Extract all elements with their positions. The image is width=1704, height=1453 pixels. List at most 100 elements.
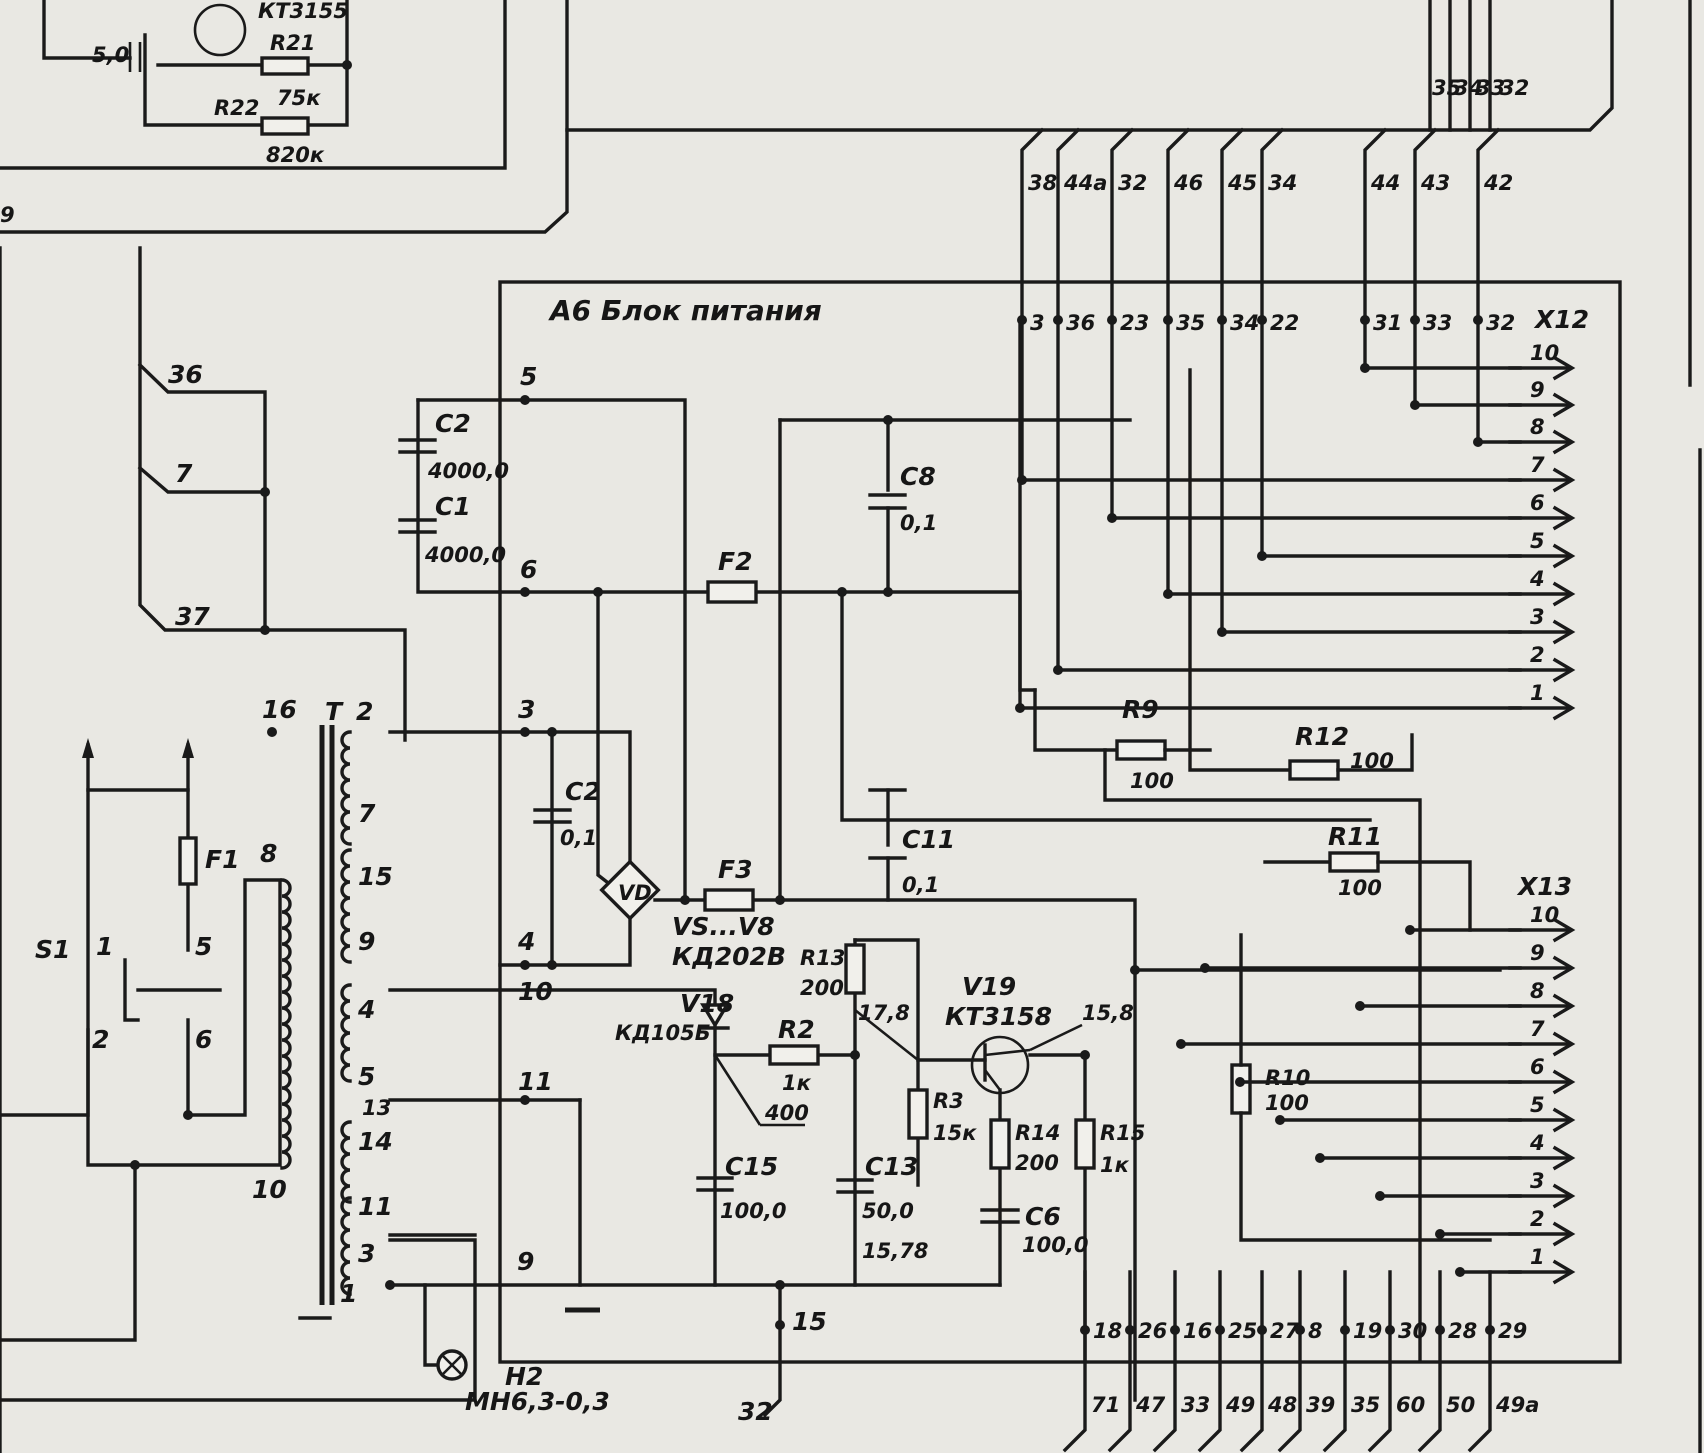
block-title: А6 Блок питания	[548, 294, 822, 327]
bus-number: 33	[1476, 76, 1505, 100]
c6-label: С6	[1025, 1202, 1061, 1231]
bottom-pin-dot	[1385, 1325, 1395, 1335]
harness-top-label: 43	[1420, 171, 1450, 195]
r13-label: R13	[800, 946, 845, 970]
harness-bottom-label: 49	[1225, 1393, 1255, 1417]
bottom-pin: 27	[1270, 1319, 1300, 1343]
harness-bottom-label: 49а	[1495, 1393, 1539, 1417]
bottom-pin: 16	[1183, 1319, 1212, 1343]
r3-resistor	[907, 1088, 929, 1140]
bottom-pin-dot	[1170, 1325, 1180, 1335]
harness-top-label: 42	[1483, 171, 1513, 195]
c11-label: С11	[902, 825, 955, 854]
harness-bottom-label: 33	[1181, 1393, 1210, 1417]
harness-bottom-label: 47	[1135, 1393, 1166, 1417]
bottom-pin: 29	[1498, 1319, 1527, 1343]
t-pin-9: 9	[358, 927, 375, 956]
t-pin-14: 14	[358, 1127, 393, 1156]
x12-pin: 6	[1530, 491, 1545, 515]
r13-value: 200	[800, 976, 844, 1000]
r2-value: 1к	[782, 1071, 812, 1095]
x12-top-pin: 31	[1373, 311, 1402, 335]
c8-label: С8	[900, 462, 936, 491]
c2-label: С2	[435, 409, 471, 438]
x12-pin: 10	[1530, 341, 1559, 365]
bottom-pin: 18	[1093, 1319, 1122, 1343]
node-6: 6	[520, 555, 537, 584]
mains-section: F1 S1 1 2 5 6	[0, 738, 282, 1342]
t-pin-2: 2	[356, 697, 373, 726]
bottom-pin-dot	[1080, 1325, 1090, 1335]
x12-top-pin: 22	[1270, 311, 1299, 335]
winding-coil	[340, 1120, 352, 1204]
x12-pin: 4	[1529, 567, 1545, 591]
r11-value: 100	[1338, 876, 1382, 900]
winding-coil	[340, 1196, 352, 1296]
c2-value: 4000,0	[427, 459, 509, 483]
c11-value: 0,1	[902, 873, 939, 897]
kt3155-label: КТ3155	[258, 0, 348, 23]
x13-pin: 7	[1530, 1017, 1545, 1041]
x12-pin: 3	[1530, 605, 1545, 629]
bottom-pin: 25	[1228, 1319, 1257, 1343]
main-caps: С2 4000,0 С1 4000,0 5 6	[398, 362, 687, 902]
r9-resistor	[1115, 739, 1167, 761]
x12-arrow-icon	[1552, 505, 1576, 531]
r3-label: R3	[933, 1089, 964, 1113]
divider-resistors: R9 100 R12 100 R11 100 R10 100	[1033, 368, 1492, 1362]
c15-label: С15	[725, 1152, 778, 1181]
c1-label: С1	[435, 492, 471, 521]
switch-pin-5: 5	[195, 932, 212, 961]
r22-value: 820к	[266, 143, 325, 167]
r22-resistor	[260, 116, 310, 136]
bottom-pin-dot	[1125, 1325, 1135, 1335]
x12-pin: 7	[1530, 453, 1545, 477]
x12-top-pin: 32	[1486, 311, 1515, 335]
x13-pin: 1	[1530, 1245, 1545, 1269]
x13-pin: 2	[1530, 1207, 1545, 1231]
t-pin-15: 15	[358, 862, 393, 891]
bus-number: 32	[1500, 76, 1529, 100]
winding-coil	[340, 983, 352, 1083]
bridge-label: VS...V8	[672, 912, 775, 941]
bottom-pin-dot	[1435, 1325, 1445, 1335]
x12-pin: 1	[1530, 681, 1545, 705]
c8-value: 0,1	[900, 511, 937, 535]
r15-label: R15	[1100, 1121, 1145, 1145]
x13-pin: 3	[1530, 1169, 1545, 1193]
r14-value: 200	[1015, 1151, 1059, 1175]
node-4: 4	[517, 927, 535, 956]
r2-label: R2	[778, 1015, 815, 1044]
f2-fuse-icon	[706, 580, 758, 604]
f2-label: F2	[718, 547, 752, 576]
c13-label: С13	[865, 1152, 918, 1181]
switch-pin-6: 6	[195, 1025, 212, 1054]
t-pin-8: 8	[260, 839, 277, 868]
c1-value: 4000,0	[424, 543, 506, 567]
f1-label: F1	[205, 845, 239, 874]
x12-arrow-icon	[1552, 467, 1576, 493]
svg-text:VD: VD	[618, 881, 652, 905]
c2b-label: С2	[565, 777, 601, 806]
x12-arrow-icon	[1552, 695, 1576, 721]
r9-value: 100	[1130, 769, 1174, 793]
x13-pin: 6	[1530, 1055, 1545, 1079]
t-pin-7: 7	[358, 799, 376, 828]
x12-top-pin: 34	[1230, 311, 1259, 335]
vd-type: КД105Б	[615, 1021, 711, 1045]
r2-resistor	[768, 1044, 820, 1066]
secondary-nodes: С2 0,1 3 4	[388, 695, 632, 970]
bus-number: 34	[1454, 76, 1483, 100]
winding-coil	[280, 878, 292, 1170]
t-pin-13: 13	[362, 1096, 391, 1120]
x12-arrow-icon	[1552, 543, 1576, 569]
bottom-pin-dot	[1485, 1325, 1495, 1335]
harness-top-label: 34	[1268, 171, 1297, 195]
x12-pin: 2	[1530, 643, 1545, 667]
lamp-h2: Н2 МН6,3-0,3	[388, 1233, 610, 1416]
x12-top-pin: 35	[1176, 311, 1205, 335]
x12-pin: 9	[1530, 378, 1545, 402]
winding-coil	[340, 848, 352, 964]
bridge-section: VD F3 VS...V8 КД202В	[596, 590, 1502, 1402]
